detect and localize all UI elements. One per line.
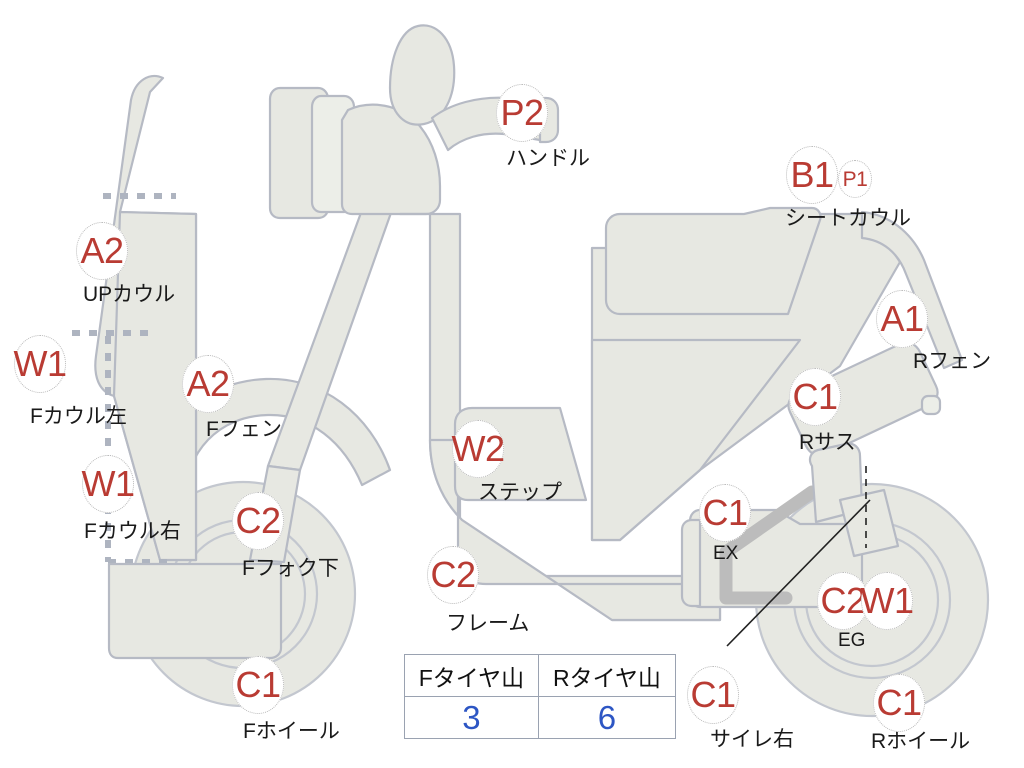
code-bubble-r-fender[interactable]: A1	[876, 290, 928, 348]
suspension-bolt-shape	[920, 394, 942, 416]
part-label-f-fender: Fフェン	[206, 418, 282, 441]
code-bubble-f-fender[interactable]: A2	[182, 355, 234, 413]
seat-cowl-shape	[604, 206, 822, 316]
part-label-exhaust: EX	[713, 543, 739, 564]
code-bubble-f-wheel[interactable]: C1	[232, 656, 284, 714]
code-bubble-handle[interactable]: P2	[496, 84, 548, 142]
part-label-seat-cowl: シートカウル	[785, 207, 911, 230]
table-cell-rear-tire-value: 6	[537, 696, 677, 739]
part-label-step: ステップ	[478, 481, 562, 504]
part-label-r-wheel: Rホイール	[871, 730, 971, 753]
part-label-f-cowl-right: Fカウル右	[84, 520, 181, 543]
part-label-engine: EG	[838, 630, 866, 651]
engine-neck-shape	[838, 488, 900, 558]
code-bubble-frame[interactable]: C2	[427, 546, 479, 604]
leader-line-silencer	[726, 499, 871, 647]
rear-fender-shape	[860, 210, 964, 370]
tire-tread-table: Fタイヤ山 Rタイヤ山 3 6	[404, 654, 677, 739]
code-bubble-seat-cowl[interactable]: B1	[786, 146, 838, 204]
part-label-up-cowl: UPカウル	[83, 283, 176, 306]
code-bubble-r-suspension[interactable]: C1	[789, 368, 841, 426]
part-label-r-suspension: Rサス	[799, 431, 856, 454]
code-bubble-engine-sub[interactable]: W1	[861, 572, 914, 630]
table-row: 3 6	[404, 696, 677, 739]
part-label-f-fork-lower: Fフォク下	[242, 557, 339, 580]
code-bubble-f-cowl-left[interactable]: W1	[14, 335, 67, 393]
front-lower-panel-shape	[107, 562, 283, 660]
part-label-frame: フレーム	[446, 612, 530, 635]
part-label-silencer-right: サイレ右	[710, 728, 794, 751]
part-label-r-fender: Rフェン	[913, 350, 992, 373]
code-bubble-f-cowl-right[interactable]: W1	[82, 455, 135, 513]
code-bubble-up-cowl[interactable]: A2	[76, 222, 128, 280]
code-bubble-f-fork-lower[interactable]: C2	[232, 492, 284, 550]
exhaust-pipe-shape	[719, 485, 819, 605]
table-header-rear-tire: Rタイヤ山	[537, 654, 677, 697]
table-header-row: Fタイヤ山 Rタイヤ山	[404, 654, 677, 697]
front-cowl-shape	[112, 210, 198, 562]
table-cell-front-tire-value: 3	[404, 696, 539, 739]
side-cover-shape	[590, 338, 802, 542]
silencer-shape	[680, 518, 702, 608]
part-label-f-wheel: Fホイール	[243, 720, 340, 743]
code-bubble-exhaust[interactable]: C1	[699, 484, 751, 542]
code-bubble-silencer-right[interactable]: C1	[687, 666, 739, 724]
code-bubble-r-wheel[interactable]: C1	[873, 674, 925, 732]
table-header-front-tire: Fタイヤ山	[404, 654, 539, 697]
code-bubble-step[interactable]: W2	[452, 420, 505, 478]
windscreen-shape	[388, 24, 456, 126]
code-bubble-engine[interactable]: C2	[817, 572, 869, 630]
part-label-f-cowl-left: Fカウル左	[30, 405, 127, 428]
code-bubble-seat-cowl-sub[interactable]: P1	[838, 160, 872, 198]
part-label-handle: ハンドル	[506, 147, 590, 170]
